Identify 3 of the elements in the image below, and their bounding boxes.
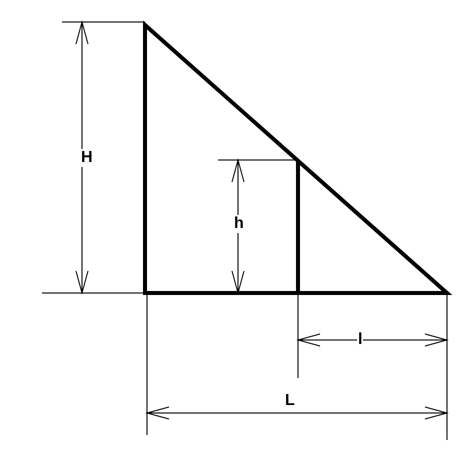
dimension-label: H [80, 149, 94, 167]
dimension-label: L [284, 392, 296, 410]
dimension-label: h [233, 215, 245, 233]
